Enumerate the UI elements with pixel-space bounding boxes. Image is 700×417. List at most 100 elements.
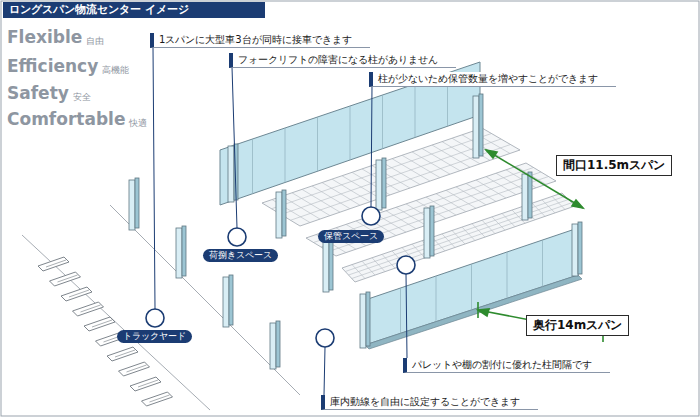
callout-circle (146, 309, 164, 327)
pillar (522, 172, 532, 220)
wall-panel-line (285, 128, 286, 183)
stall-line (150, 395, 170, 402)
callout-note: フォークリフトの障害になる柱がありません (229, 53, 456, 68)
dimension-box: 奥行14mスパン (526, 315, 629, 336)
pillar-side (135, 178, 139, 228)
arrow-head (478, 309, 489, 316)
node-text: 庫内動線を自由に設定することができます (330, 395, 520, 408)
node-text: フォークリフトの障害になる柱がありません (238, 53, 438, 66)
wall-panel-line (400, 288, 401, 333)
leader-lines (153, 47, 407, 395)
area-label: 保管スペース (318, 230, 384, 243)
pillar-face (129, 180, 135, 230)
pillar (276, 190, 286, 238)
stall-line (127, 365, 147, 372)
stall-line (58, 275, 78, 282)
pillars (129, 94, 582, 369)
pillar (323, 240, 333, 292)
pillar-face (572, 224, 578, 276)
parking-stall (50, 272, 81, 286)
parking-stall (73, 302, 104, 316)
pillar-face (270, 323, 276, 369)
front-wall-edge (365, 275, 582, 349)
node-text: 保管スペース (324, 231, 378, 242)
pillar-face (473, 96, 479, 158)
keyword-translation: 高機能 (102, 64, 129, 77)
pillar-side (528, 172, 532, 218)
node-text: 荷捌きスペース (209, 250, 272, 261)
keyword-translation: 安全 (73, 91, 91, 104)
parking-stall (130, 377, 161, 391)
wall-panel-line (471, 264, 472, 310)
pillar (424, 206, 434, 258)
callout-circles (146, 207, 415, 347)
keyword-label: Efficiency (7, 56, 98, 76)
callout-circle (397, 256, 415, 274)
keyword-translation: 快適 (129, 117, 147, 130)
parking-stall (107, 347, 138, 361)
node-text: トラックヤード (123, 331, 186, 342)
dimension-box: 間口11.5mスパン (556, 155, 672, 176)
pillar (228, 144, 238, 202)
pillar (129, 178, 139, 230)
pillar-side (430, 206, 434, 256)
pillar-face (228, 146, 234, 202)
callout-note: 1スパンに大型車3台が同時に接車できます (150, 33, 370, 48)
keyword-translation: 自由 (86, 35, 104, 48)
node-text: 間口11.5mスパン (563, 158, 665, 173)
area-label: トラックヤード (117, 330, 192, 343)
pillar-side (282, 190, 286, 236)
pillar (176, 226, 186, 278)
pillar (223, 275, 233, 327)
pillar (270, 321, 280, 369)
leader-line (324, 347, 325, 395)
parking-stall (38, 257, 69, 271)
wall-panel-line (507, 252, 508, 298)
node-text: 柱が少ないため保管数量を増やすことができます (378, 72, 598, 85)
keyword-label: Safety (7, 83, 69, 103)
node-text: 1スパンに大型車3台が同時に接車できます (159, 33, 352, 46)
pillar-side (479, 94, 483, 156)
pillar-side (276, 321, 280, 367)
pillar-face (176, 228, 182, 278)
wall-panel-line (382, 95, 383, 149)
stall-line (81, 305, 101, 312)
keyword-label: Comfortable (7, 109, 125, 129)
callout-note: 庫内動線を自由に設定することができます (321, 395, 538, 410)
callout-note: パレットや棚の割付に優れた柱間隔です (403, 358, 610, 373)
parking-stall (119, 362, 150, 376)
stall-line (69, 290, 89, 297)
pillar (360, 292, 370, 348)
pillar-face (323, 242, 329, 292)
pillar (572, 222, 582, 276)
dimension-arrows (478, 150, 603, 342)
wall-panel-line (317, 117, 318, 171)
pillar-face (376, 160, 382, 210)
pillar-side (229, 275, 233, 325)
pillar-side (578, 222, 582, 274)
keyword-label: Flexible (7, 27, 82, 47)
stall-line (138, 380, 158, 387)
wall-panel-line (252, 139, 253, 194)
stall-line (92, 320, 112, 327)
pillar (376, 158, 386, 210)
wall-panel-line (350, 106, 351, 160)
callout-note: 柱が少ないため保管数量を増やすことができます (369, 72, 616, 87)
area-label: 荷捌きスペース (203, 249, 278, 262)
pillar-face (360, 294, 366, 348)
pillar-face (424, 208, 430, 258)
yard-line (110, 205, 300, 395)
parking-stall (84, 317, 115, 331)
leader-line (406, 274, 407, 358)
pillar-side (382, 158, 386, 208)
title-bar: ロングスパン物流センター イメージ (3, 2, 265, 18)
arrow-head (572, 200, 583, 208)
parking-stall (61, 287, 92, 301)
callout-circle (316, 329, 334, 347)
wall-panel-line (436, 276, 437, 322)
extension-tick (477, 302, 479, 318)
pillar-face (223, 277, 229, 327)
leader-line (232, 67, 237, 228)
